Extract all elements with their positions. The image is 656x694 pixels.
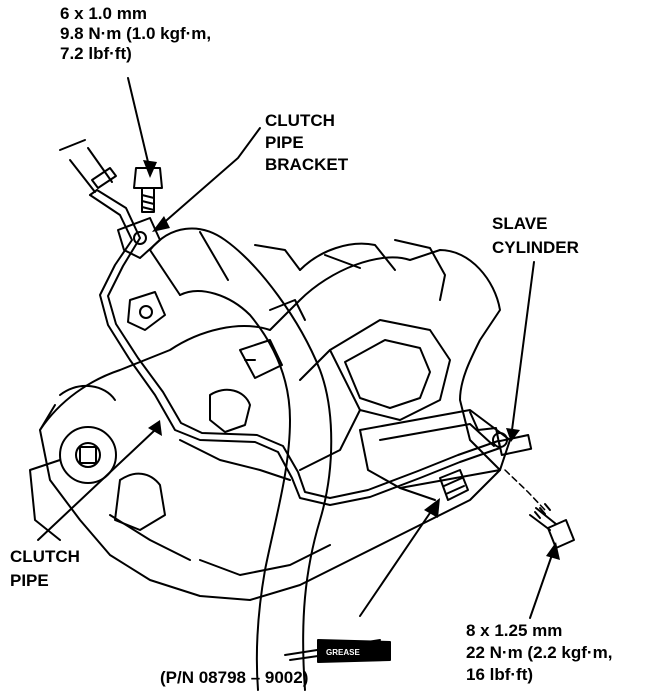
label-line: CLUTCH [10,547,80,566]
label-line: BRACKET [265,155,349,174]
leader-bracket [159,127,261,227]
label-line: SLAVE [492,214,548,233]
leader-grease [359,509,433,617]
grease-part-number-label: (P/N 08798 – 9002) [160,668,309,687]
clutch-pipe-bracket [117,217,161,259]
top-bolt-torque: 9.8 N·m (1.0 kgf·m, [60,24,212,43]
label-line: CYLINDER [492,238,579,257]
bottom-bolt-spec-label: 8 x 1.25 mm 22 N·m (2.2 kgf·m, 16 lbf·ft… [466,620,612,686]
label-line: PIPE [10,571,49,590]
clutch-pipe-label: CLUTCH PIPE [10,545,80,593]
slave-cylinder-body [359,409,511,489]
top-bolt-torque-imperial: 7.2 lbf·ft) [60,44,132,63]
arrowhead [424,498,440,518]
leader-top-bolt [127,77,149,163]
top-bolt-spec-label: 6 x 1.0 mm 9.8 N·m (1.0 kgf·m, 7.2 lbf·f… [60,4,211,64]
top-bolt-size: 6 x 1.0 mm [60,4,147,23]
label-line: PIPE [265,133,304,152]
grease-tube-label: GREASE [326,648,360,657]
arrowhead [143,160,157,178]
bottom-bolt-torque: 22 N·m (2.2 kgf·m, [466,643,613,662]
arrowhead [152,216,170,232]
bottom-bolt [547,519,575,549]
arrowhead [546,542,560,560]
label-line: CLUTCH [265,111,335,130]
bolt-centerline [504,469,546,511]
mount-boss [59,426,117,484]
coolant-hose [149,227,333,691]
slave-cylinder-boot [439,469,469,501]
bottom-bolt-size: 8 x 1.25 mm [466,621,563,640]
arrowhead [506,428,520,442]
leader-bottom-bolt [529,551,554,619]
arrowhead [148,420,162,436]
leader-clutch-pipe [37,429,156,541]
clutch-pipe-bracket-label: CLUTCH PIPE BRACKET [265,110,348,176]
leader-slave-cylinder [511,261,535,431]
slave-cylinder-label: SLAVE CYLINDER [492,212,579,260]
bottom-bolt-torque-imperial: 16 lbf·ft) [466,665,534,684]
clutch-pipe-line [89,194,501,506]
transmission-case [39,249,501,601]
